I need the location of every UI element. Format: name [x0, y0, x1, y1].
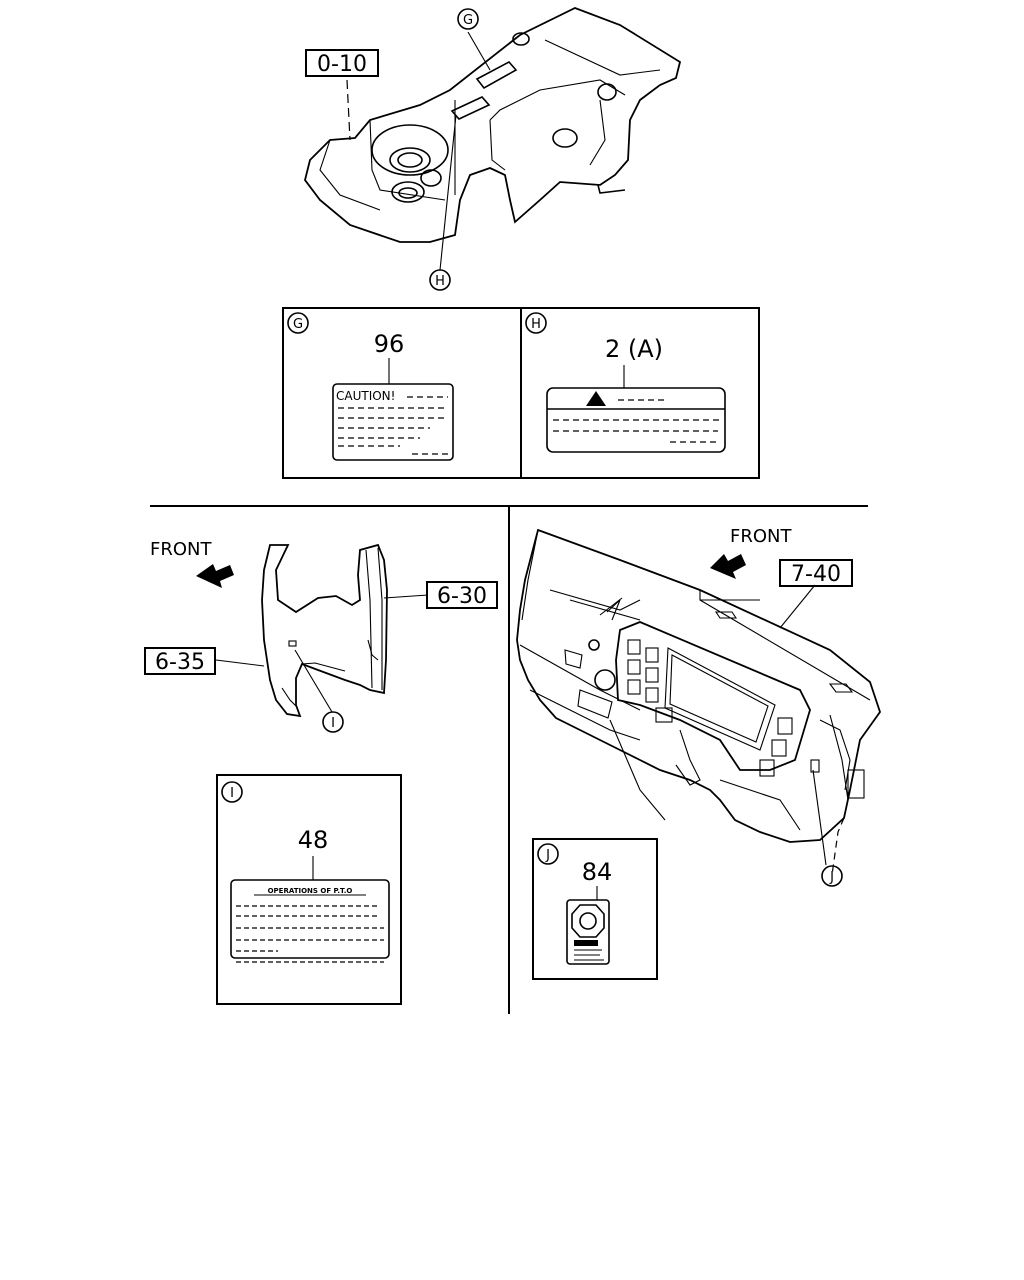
pto-label-title: OPERATIONS OF P.T.O: [268, 887, 353, 895]
caution-label-title: CAUTION!: [336, 389, 395, 403]
callout-j-right: J: [821, 865, 843, 887]
front-arrow-right-icon: [710, 554, 746, 579]
part-number-0-10-text: 0-10: [317, 52, 367, 77]
part-number-6-30: 6-30: [426, 581, 498, 609]
callout-j-right-text: J: [829, 870, 834, 885]
part-number-7-40-text: 7-40: [791, 562, 841, 587]
dashboard: [516, 528, 881, 876]
detail-h-ref: 2 (A): [605, 335, 663, 363]
detail-h-callout: H: [531, 317, 541, 332]
detail-g-h-frame: [282, 307, 760, 479]
detail-i-ref: 48: [298, 826, 329, 854]
detail-j-ref: 84: [582, 858, 613, 886]
detail-g-callout: G: [293, 317, 303, 332]
callout-i-left-text: I: [331, 716, 335, 731]
callout-g-top: G: [457, 8, 479, 30]
callout-h-top: H: [429, 269, 451, 291]
front-label-left-text: FRONT: [150, 539, 212, 560]
part-number-6-30-text: 6-30: [437, 584, 487, 609]
detail-g: G 96 CAUTION!: [287, 312, 454, 461]
callout-i-left: I: [322, 711, 344, 733]
front-label-right-text: FRONT: [730, 526, 792, 547]
detail-j: J 84: [532, 838, 658, 980]
part-number-0-10: 0-10: [305, 49, 379, 77]
detail-i-callout: I: [230, 786, 234, 801]
part-number-6-35: 6-35: [144, 647, 216, 675]
detail-g-ref: 96: [374, 330, 405, 358]
side-panel: [215, 543, 429, 718]
part-number-6-35-text: 6-35: [155, 650, 205, 675]
callout-g-top-text: G: [463, 13, 473, 28]
callout-h-top-text: H: [435, 274, 445, 289]
front-arrow-left-icon: [196, 564, 234, 588]
detail-j-callout: J: [545, 848, 550, 863]
detail-i: I 48 OPERATIONS OF P.T.O: [216, 774, 402, 1005]
engine-cover-assembly: [304, 7, 682, 271]
front-label-left: FRONT: [150, 539, 234, 588]
part-number-7-40: 7-40: [779, 559, 853, 587]
detail-h: H 2 (A): [525, 312, 726, 453]
warning-triangle-icon: [586, 391, 606, 406]
front-label-right: FRONT: [710, 526, 792, 579]
